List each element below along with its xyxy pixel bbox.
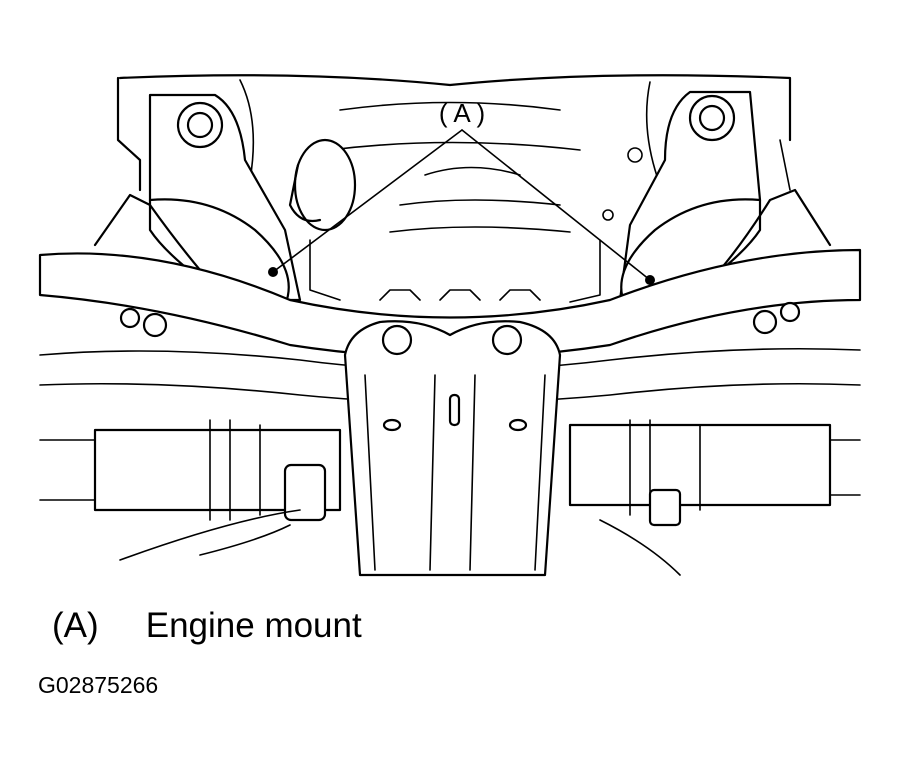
figure-id: G02875266 [38,672,159,698]
center-support-plate [343,320,562,577]
legend-key: (A) [52,606,99,645]
leader-line-right [461,129,651,281]
engine-block [116,74,792,303]
callout-a-label: ( A ) [439,98,485,128]
engine-mount-right [618,90,832,307]
engine-mount-left [93,93,302,307]
legend: (A) Engine mount [52,606,362,646]
crossmember-bolts [119,301,801,338]
callout-a: ( A ) [272,98,651,281]
steering-rack [39,419,861,576]
engine-mount-diagram: ( A ) [38,74,862,577]
leader-line-left [272,129,463,273]
oil-filter [288,138,357,232]
legend-text: Engine mount [145,606,362,645]
